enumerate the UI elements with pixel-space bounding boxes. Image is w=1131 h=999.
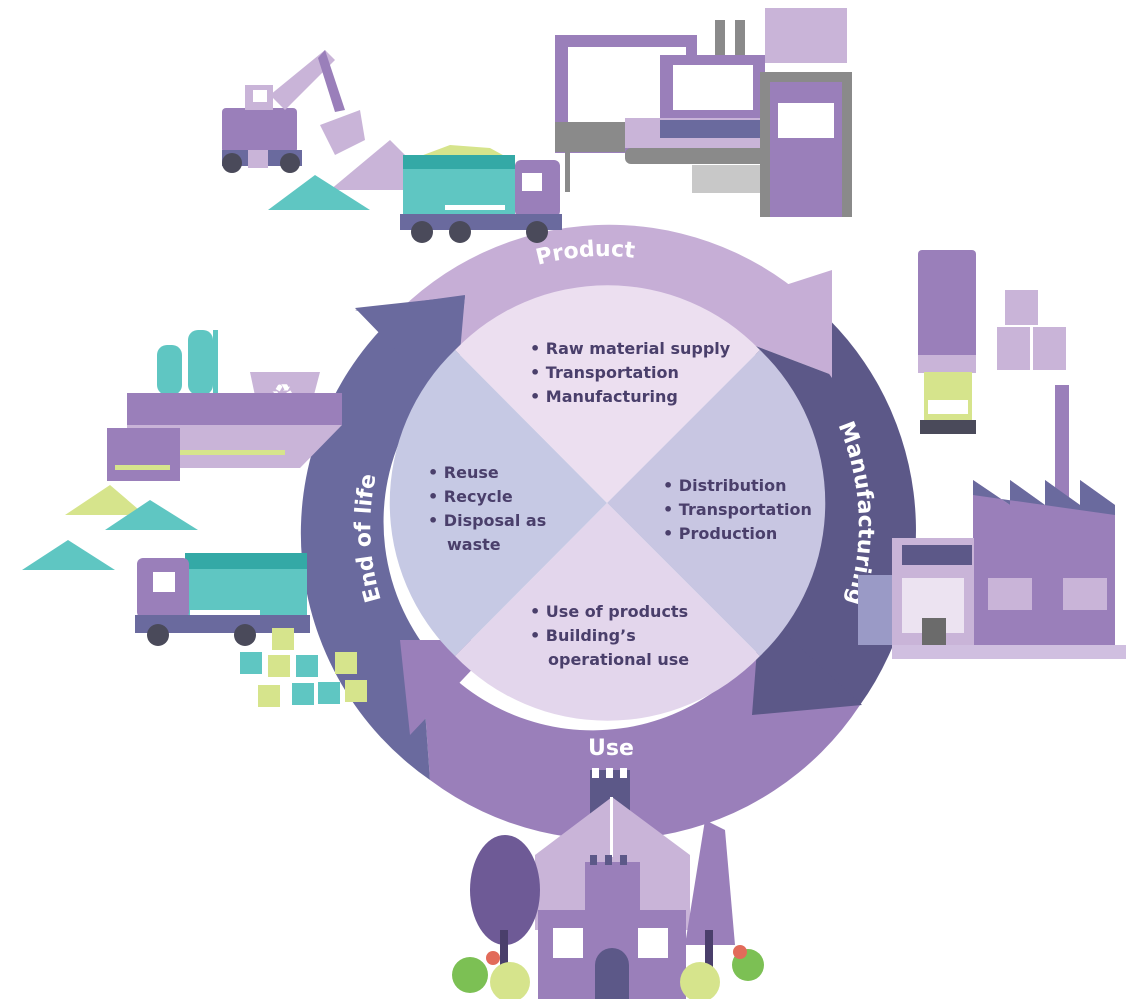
quadrant-right-list: • Distribution • Transportation • Produc… — [663, 476, 812, 543]
bullet-production: • Production — [663, 524, 777, 543]
bullet-recycle: • Recycle — [428, 487, 513, 506]
bullet-transportation-right: • Transportation — [663, 500, 812, 519]
arrow-head-manufacturing — [752, 610, 862, 715]
bullet-distribution: • Distribution — [663, 476, 786, 495]
quadrant-left — [389, 350, 607, 656]
bullet-buildings: • Building’s — [530, 626, 636, 645]
bullet-disposal: • Disposal as — [428, 511, 546, 530]
bullet-waste: waste — [447, 535, 501, 554]
house-illustration — [452, 768, 764, 999]
inner-quadrants — [389, 285, 826, 721]
stage-label-use: Use — [588, 736, 634, 761]
ring-use-segment — [420, 615, 860, 840]
recycling-plant-illustration: ♻ — [22, 330, 342, 570]
bullet-reuse: • Reuse — [428, 463, 499, 482]
delivery-truck-illustration — [918, 250, 1066, 434]
waste-truck-illustration — [135, 553, 367, 707]
manufacturing-plant-illustration — [555, 8, 852, 217]
bullet-raw-material: • Raw material supply — [530, 339, 731, 358]
quadrant-right — [607, 350, 826, 656]
arrow-head-product — [770, 270, 832, 378]
bullet-manufacturing: • Manufacturing — [530, 387, 678, 406]
dump-truck-illustration — [400, 145, 562, 243]
quadrant-top — [455, 285, 760, 503]
quadrant-left-list: • Reuse • Recycle • Disposal as waste — [428, 463, 546, 554]
bullet-use-of-products: • Use of products — [530, 602, 688, 621]
quadrant-bottom-list: • Use of products • Building’s operation… — [530, 602, 689, 669]
ring-product-segment — [390, 224, 832, 375]
quadrant-bottom — [455, 503, 760, 721]
quadrant-top-list: • Raw material supply • Transportation •… — [530, 339, 731, 406]
factory-illustration — [858, 385, 1126, 659]
bullet-transportation-top: • Transportation — [530, 363, 679, 382]
bullet-operational-use: operational use — [548, 650, 689, 669]
